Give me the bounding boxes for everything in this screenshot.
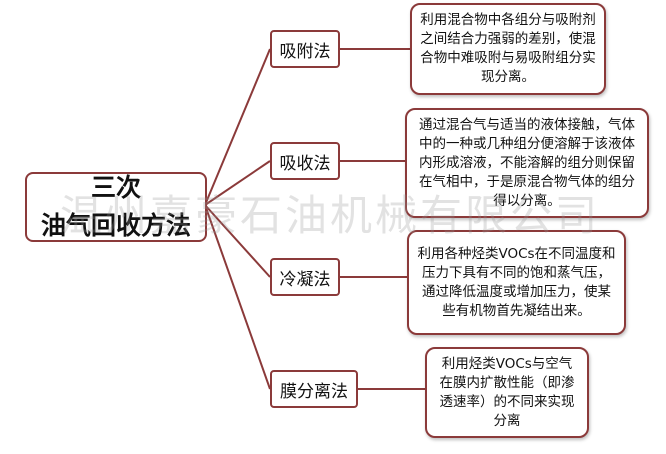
connector-center-m3 bbox=[204, 204, 271, 278]
center-title-line2: 油气回收方法 bbox=[40, 211, 191, 240]
center-title-line1: 三次 bbox=[90, 173, 141, 202]
connector-center-m1 bbox=[204, 48, 271, 206]
desc-absorption: 通过混合气与适当的液体接触，气体中的一种或几种组分便溶解于该液体内形成溶液，不能… bbox=[405, 108, 649, 218]
desc-adsorption: 利用混合物中各组分与吸附剂之间结合力强弱的差别，使混合物中难吸附与易吸附组分实现… bbox=[410, 3, 606, 95]
method-condensation: 冷凝法 bbox=[270, 258, 340, 296]
connector-center-m4 bbox=[204, 204, 271, 390]
desc-membrane: 利用烃类VOCs与空气在膜内扩散性能（即渗透速率）的不同来实现分离 bbox=[425, 347, 589, 438]
method-absorption: 吸收法 bbox=[270, 142, 340, 180]
desc-condensation: 利用各种烃类VOCs在不同温度和压力下具有不同的饱和蒸气压，通过降低温度或增加压… bbox=[407, 230, 626, 335]
method-adsorption: 吸附法 bbox=[270, 30, 340, 68]
method-membrane: 膜分离法 bbox=[270, 370, 358, 408]
center-node: 三次 油气回收方法 bbox=[25, 172, 207, 242]
connector-center-m2 bbox=[204, 160, 271, 206]
